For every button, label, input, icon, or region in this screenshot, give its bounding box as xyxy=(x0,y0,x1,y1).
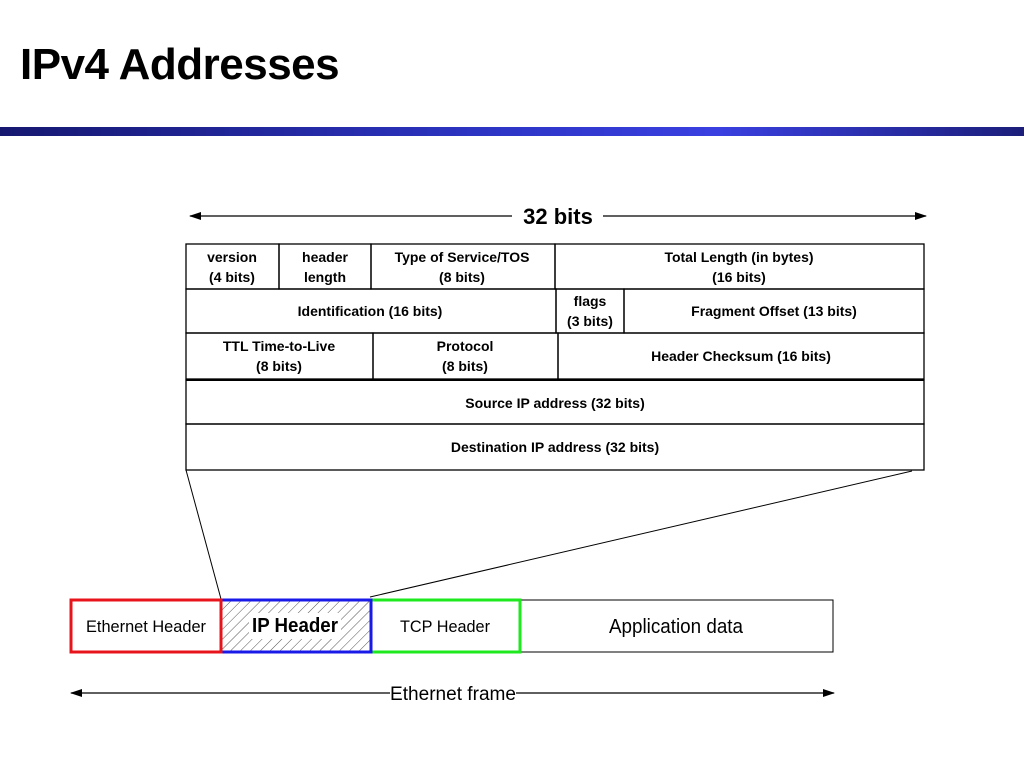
ip-header-label-bg xyxy=(249,613,341,639)
application-data-box xyxy=(519,599,834,653)
checksum-label: Header Checksum (16 bits) xyxy=(651,348,831,364)
header-length-label-2: length xyxy=(304,269,346,285)
slide-title: IPv4 Addresses xyxy=(20,40,340,89)
tcp-header-label: TCP Header xyxy=(400,617,490,636)
ip-header-labels: version (4 bits) header length Type of S… xyxy=(207,249,857,455)
ip-header-table xyxy=(185,243,925,471)
ethernet-frame: Ethernet Header IP Header TCP Header App… xyxy=(69,598,834,654)
destination-ip-label: Destination IP address (32 bits) xyxy=(451,439,659,455)
header-length-label: header xyxy=(302,249,348,265)
tos-label: Type of Service/TOS xyxy=(395,249,530,265)
tcp-header-box xyxy=(369,598,522,654)
ethernet-header-label: Ethernet Header xyxy=(86,617,206,636)
width-dimension: 32 bits xyxy=(189,204,927,229)
flags-bits: (3 bits) xyxy=(567,313,613,329)
tos-bits: (8 bits) xyxy=(439,269,485,285)
flags-label: flags xyxy=(574,293,607,309)
title-divider xyxy=(0,127,1024,136)
protocol-label: Protocol xyxy=(437,338,494,354)
application-data-label: Application data xyxy=(609,616,744,638)
zoom-line-right xyxy=(369,470,913,598)
cell-destination-ip xyxy=(185,423,925,471)
version-label: version xyxy=(207,249,257,265)
zoom-line-left xyxy=(185,469,222,600)
total-length-bits: (16 bits) xyxy=(712,269,766,285)
source-ip-label: Source IP address (32 bits) xyxy=(465,395,644,411)
ip-header-label: IP Header xyxy=(252,615,338,637)
ttl-label: TTL Time-to-Live xyxy=(223,338,335,354)
frame-label: Ethernet frame xyxy=(390,684,516,705)
version-bits: (4 bits) xyxy=(209,269,255,285)
ethernet-header-box xyxy=(69,598,223,654)
identification-label: Identification (16 bits) xyxy=(298,303,443,319)
frame-dimension: Ethernet frame xyxy=(70,684,835,705)
total-length-label: Total Length (in bytes) xyxy=(664,249,813,265)
ttl-bits: (8 bits) xyxy=(256,358,302,374)
protocol-bits: (8 bits) xyxy=(442,358,488,374)
width-label: 32 bits xyxy=(523,204,593,229)
fragment-offset-label: Fragment Offset (13 bits) xyxy=(691,303,857,319)
